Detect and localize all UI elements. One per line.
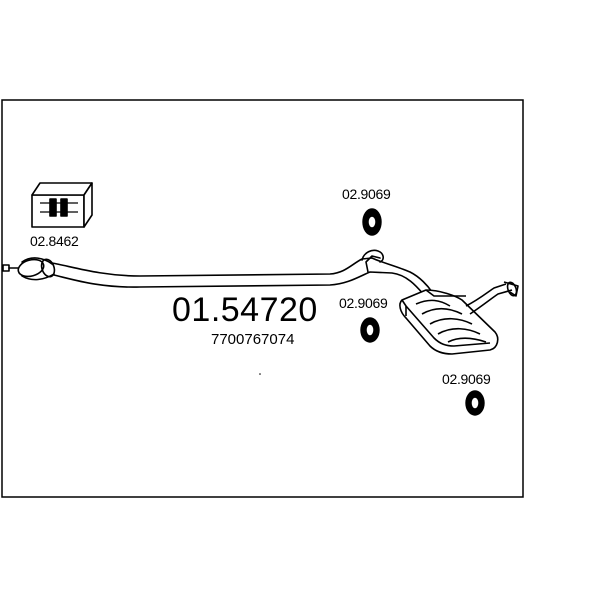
clamp-kit-part-number: 02.8462 (30, 233, 79, 249)
diagram-frame (1, 99, 524, 498)
hanger-right-part-number: 02.9069 (442, 371, 491, 387)
rear-silencer (399, 281, 519, 355)
stray-dot (259, 373, 261, 375)
oem-number: 7700767074 (211, 331, 294, 348)
rubber-hanger-icon (465, 390, 485, 416)
hanger-mid-part-number: 02.9069 (339, 295, 388, 311)
hanger-top-part-number: 02.9069 (342, 186, 391, 202)
clamp-kit-box-icon (31, 182, 93, 228)
exhaust-pipe (2, 249, 433, 297)
rubber-hanger-icon (360, 317, 380, 343)
main-part-number: 01.54720 (172, 291, 318, 329)
rubber-hanger-icon (362, 208, 382, 236)
